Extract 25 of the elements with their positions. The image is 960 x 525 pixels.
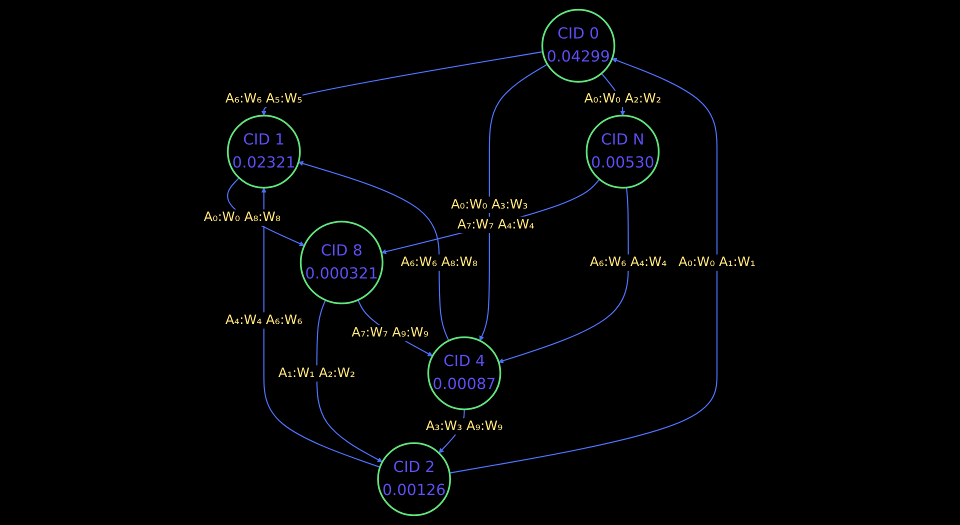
node-circle: CID 4 0.00087 xyxy=(428,336,502,410)
edge-label: A₆:W₆ A₄:W₄ xyxy=(590,254,668,270)
arrow xyxy=(262,188,381,468)
edge-label: A₀:W₀ A₁:W₁ xyxy=(678,254,756,270)
node-circle: CID 0 0.04299 xyxy=(542,8,616,83)
node-circle: CID 8 0.000321 xyxy=(300,220,384,304)
edge-label: A₀:W₀ A₃:W₃ xyxy=(451,197,528,212)
arrow xyxy=(450,58,718,474)
arrow xyxy=(480,64,548,341)
edge-label: A₀:W₀ A₂:W₂ xyxy=(584,91,662,106)
arrow xyxy=(498,187,630,364)
node-circle: CID 2 0.00126 xyxy=(378,442,452,516)
edge-label: A₄:W₄ A₆:W₆ xyxy=(226,312,303,328)
edge-label: A₆:W₆ A₅:W₅ xyxy=(226,91,303,106)
arrow xyxy=(316,300,384,462)
edge-label: A₆:W₆ A₈:W₈ xyxy=(401,254,478,270)
edge-label: A₁:W₁ A₂:W₂ xyxy=(278,366,356,380)
node-circle: CID 1 0.02321 xyxy=(227,114,302,189)
arrow xyxy=(382,178,600,254)
arrow xyxy=(298,161,450,341)
edge-label: A₇:W₇ A₉:W₉ xyxy=(352,325,429,340)
edge-label: A₇:W₇ A₄:W₄ xyxy=(458,217,535,232)
edge-label: A₃:W₃ A₉:W₉ xyxy=(426,418,504,434)
node-circle: CID N 0.00530 xyxy=(586,114,660,189)
edge-label: A₀:W₀ A₈:W₈ xyxy=(204,210,282,225)
